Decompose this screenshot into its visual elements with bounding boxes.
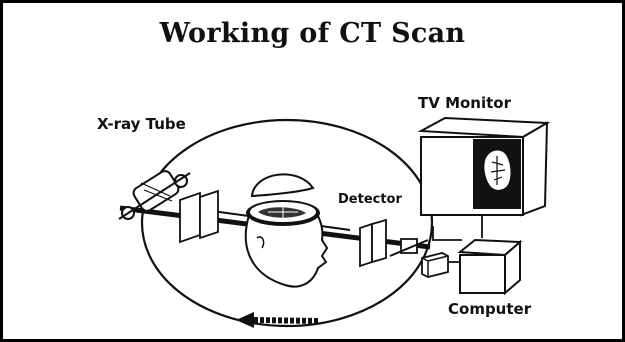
label-tv-monitor: TV Monitor — [418, 94, 511, 112]
xray-tube — [118, 170, 191, 220]
label-computer: Computer — [448, 300, 532, 318]
patient-head — [244, 173, 329, 288]
computer — [457, 238, 523, 296]
page-title: Working of CT Scan — [159, 18, 466, 49]
collimator-plates — [179, 189, 219, 244]
detector-sensor — [389, 238, 429, 257]
rotation-arrow — [236, 312, 319, 328]
gantry-ring — [140, 118, 434, 328]
tv-monitor — [417, 116, 551, 217]
interface-box — [421, 252, 449, 278]
label-xray-tube: X-ray Tube — [97, 115, 186, 133]
label-detector: Detector — [338, 192, 402, 207]
detector-plates — [359, 218, 387, 268]
